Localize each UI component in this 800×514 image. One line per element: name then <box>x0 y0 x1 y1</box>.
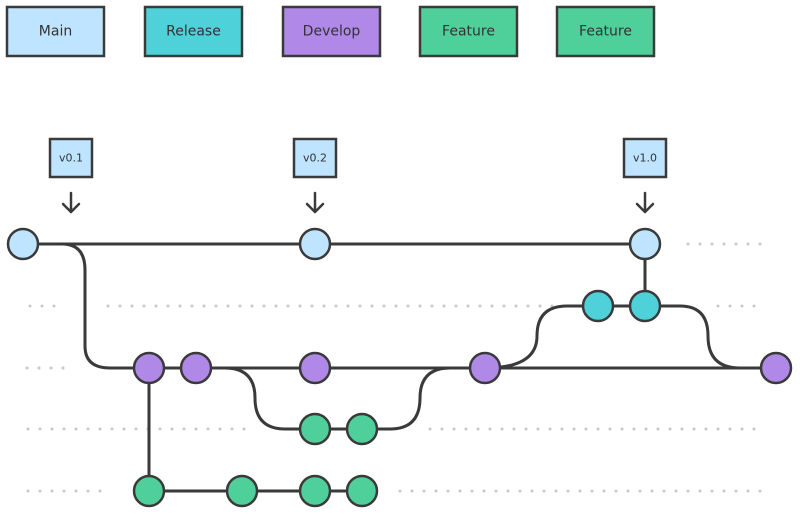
legend-label-main: Main <box>39 24 72 40</box>
arrow-down-icon <box>305 191 325 214</box>
edge-feature-1 <box>194 366 487 431</box>
tag-v1-0: v1.0 <box>622 137 668 214</box>
legend-swatch-feature <box>418 5 519 58</box>
commit-feature-2-d <box>345 474 379 508</box>
legend-item-develop: Develop <box>281 5 382 58</box>
legend-swatch-main <box>5 5 106 58</box>
commit-feature-1-a <box>298 412 332 446</box>
legend-label-develop: Develop <box>303 24 361 40</box>
legend-item-feature: Feature <box>418 5 519 58</box>
commit-feature-2-c <box>298 474 332 508</box>
legend-item-main: Main <box>5 5 106 58</box>
legend-label-feature: Feature <box>442 24 495 40</box>
commit-release-2 <box>628 289 662 323</box>
commit-feature-1-b <box>345 412 379 446</box>
edge-develop <box>21 242 778 370</box>
tag-box <box>292 137 338 179</box>
legend-swatch-develop <box>281 5 382 58</box>
legend-label-feature-2: Feature <box>579 24 632 40</box>
arrow-down-icon <box>635 191 655 214</box>
tag-v0-2: v0.2 <box>292 137 338 214</box>
commit-develop-5 <box>759 351 793 385</box>
commit-main-3 <box>628 227 662 261</box>
legend-label-release: Release <box>166 24 221 40</box>
legend-item-feature-2: Feature <box>555 5 656 58</box>
commit-develop-1 <box>132 351 166 385</box>
legend-swatch-feature-2 <box>555 5 656 58</box>
legend-swatch-release <box>143 5 244 58</box>
arrow-down-icon <box>61 191 81 214</box>
tag-box <box>48 137 94 179</box>
commit-develop-2 <box>179 351 213 385</box>
version-tags: v0.1 v0.2 v1.0 <box>48 137 668 214</box>
commit-develop-4 <box>468 351 502 385</box>
tag-label: v0.2 <box>303 152 327 165</box>
tag-v0-1: v0.1 <box>48 137 94 214</box>
commit-main-2 <box>298 227 332 261</box>
commit-release-1 <box>581 289 615 323</box>
commits <box>6 227 793 508</box>
commit-main-1 <box>6 227 40 261</box>
tag-label: v0.1 <box>59 152 83 165</box>
continuation-dots <box>25 242 764 493</box>
tag-label: v1.0 <box>633 152 657 165</box>
edge-release <box>483 304 742 370</box>
commit-develop-3 <box>298 351 332 385</box>
legend: Main Release Develop Feature Feature <box>5 5 656 58</box>
commit-feature-2-b <box>225 474 259 508</box>
tag-box <box>622 137 668 179</box>
commit-feature-2-a <box>132 474 166 508</box>
legend-item-release: Release <box>143 5 244 58</box>
